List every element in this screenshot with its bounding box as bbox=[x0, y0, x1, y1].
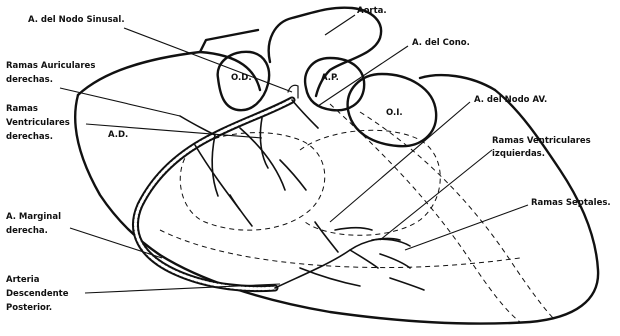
leader-ramas-auriculares bbox=[60, 88, 180, 116]
branch-septal-3 bbox=[350, 250, 378, 268]
label-ad: A.D. bbox=[108, 130, 128, 140]
leader-lines bbox=[60, 15, 528, 293]
heart-left-border bbox=[75, 95, 160, 255]
branch-lv-2 bbox=[380, 254, 410, 268]
right-coronary-artery bbox=[135, 100, 292, 289]
branch-rv-4 bbox=[230, 195, 252, 226]
label-ramas-vent-2: Ventriculares bbox=[6, 118, 70, 128]
label-ramas-vent-3: derechas. bbox=[6, 132, 53, 142]
label-ramas-vent-izq-1: Ramas Ventriculares bbox=[492, 136, 591, 146]
branch-lv-1 bbox=[372, 239, 410, 246]
label-nodo-av: A. del Nodo AV. bbox=[474, 95, 547, 105]
leader-ramas-septales bbox=[405, 205, 528, 250]
leader-ramas-vent-izq bbox=[380, 150, 492, 240]
dashed-right-ventricle bbox=[180, 133, 325, 231]
label-ap: A.P. bbox=[321, 73, 339, 83]
dashed-base bbox=[160, 230, 520, 268]
label-ramas-vent-izq-2: izquierdas. bbox=[492, 149, 545, 159]
label-ramas-septales: Ramas Septales. bbox=[531, 198, 611, 208]
atrium-fold bbox=[200, 52, 260, 90]
label-marginal-1: A. Marginal bbox=[6, 212, 61, 222]
label-od: O.D. bbox=[231, 73, 252, 83]
branch-septal-1 bbox=[315, 222, 338, 252]
branch-rv-1 bbox=[260, 118, 268, 168]
labels: A. del Nodo Sinusal. Aorta. A. del Cono.… bbox=[6, 6, 611, 313]
label-arteria-1: Arteria bbox=[6, 275, 40, 285]
label-marginal-2: derecha. bbox=[6, 226, 48, 236]
branch-posterior-2 bbox=[300, 268, 360, 286]
leader-aorta bbox=[325, 15, 355, 35]
leader-marginal bbox=[70, 228, 162, 258]
label-ramas-auriculares-2: derechas. bbox=[6, 75, 53, 85]
heart-top-right-border bbox=[420, 75, 495, 90]
branch-rv-2 bbox=[212, 135, 218, 196]
branch-septal-2 bbox=[335, 228, 372, 230]
heart-top-left-border bbox=[78, 30, 258, 95]
label-oi: O.I. bbox=[386, 108, 403, 118]
label-aorta: Aorta. bbox=[357, 6, 387, 16]
label-arteria-2: Descendente bbox=[6, 289, 69, 299]
label-arteria-3: Posterior. bbox=[6, 303, 52, 313]
label-nodo-sinusal: A. del Nodo Sinusal. bbox=[28, 15, 125, 25]
label-ramas-auriculares-1: Ramas Auriculares bbox=[6, 61, 95, 71]
coronary-branches bbox=[180, 100, 424, 290]
branch-posterior-3 bbox=[390, 278, 424, 290]
label-cono: A. del Cono. bbox=[412, 38, 470, 48]
label-ramas-vent-1: Ramas bbox=[6, 104, 38, 114]
rca-main bbox=[135, 100, 292, 289]
